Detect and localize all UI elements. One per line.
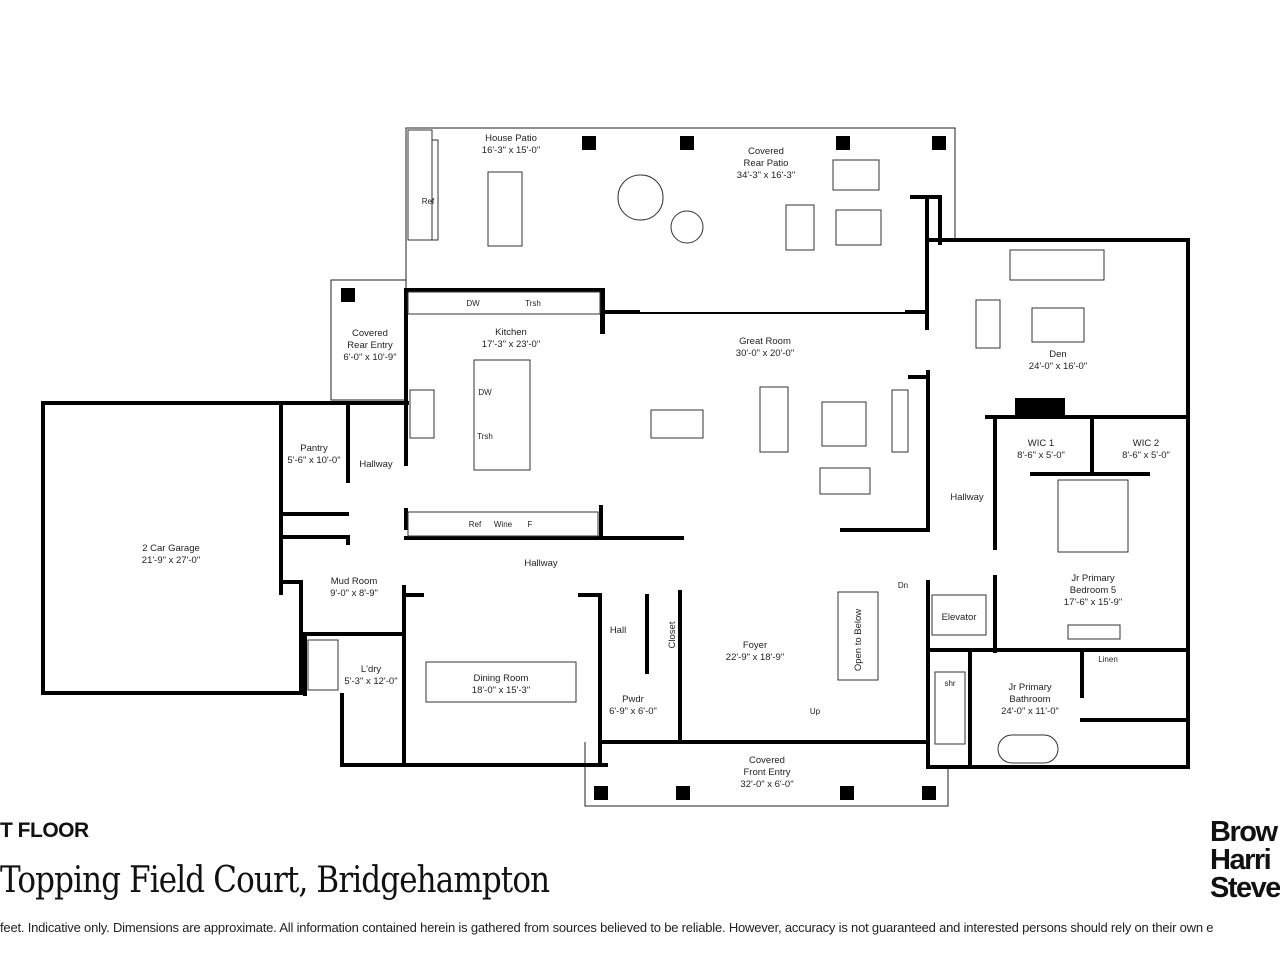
linen-label: Linen: [1098, 655, 1118, 664]
foyer-dims: 22'-9" x 18'-9": [726, 652, 784, 663]
stairs-up-label: Up: [810, 707, 821, 716]
wic1-label: WIC 1: [1028, 438, 1054, 449]
fixture-labels: Ref DW Trsh DW Trsh Ref Wine F shr Dn Up: [422, 197, 956, 716]
elevator-label: Elevator: [942, 612, 977, 623]
front-entry-dims: 32'-0" x 6'-0": [740, 779, 793, 790]
foyer-label: Foyer: [743, 640, 767, 651]
pantry-label: Pantry: [300, 443, 328, 454]
dw-label: DW: [466, 299, 480, 308]
jr-bath-dims: 24'-0" x 11'-0": [1001, 706, 1059, 717]
front-entry-label1: Covered: [749, 755, 785, 766]
jr-bedroom-label2: Bedroom 5: [1070, 585, 1116, 596]
house-patio-label: House Patio: [485, 133, 537, 144]
laundry-label: L'dry: [361, 664, 382, 675]
dining-room-dims: 18'-0" x 15'-3": [472, 685, 530, 696]
mud-room-dims: 9'-0" x 8'-9": [330, 588, 378, 599]
dining-room-label: Dining Room: [474, 673, 529, 684]
rear-entry-label1: Covered: [352, 328, 388, 339]
hall-label: Hall: [610, 625, 626, 636]
house-patio-dims: 16'-3" x 15'-0": [482, 145, 540, 156]
rear-patio-dims: 34'-3" x 16'-3": [737, 170, 795, 181]
den-dims: 24'-0" x 16'-0": [1029, 361, 1087, 372]
logo-line-1: Brow: [1210, 816, 1278, 848]
floor-label: T FLOOR: [0, 819, 89, 842]
fixtures: [307, 159, 1129, 764]
front-entry-label2: Front Entry: [744, 767, 791, 778]
rear-entry-label2: Rear Entry: [347, 340, 393, 351]
jr-bedroom-dims: 17'-6" x 15'-9": [1064, 597, 1122, 608]
logo-line-2: Harri: [1210, 844, 1272, 876]
patio-ref-label: Ref: [422, 197, 435, 206]
trash-label: Trsh: [525, 299, 541, 308]
kitchen-label: Kitchen: [495, 327, 527, 338]
hallway-center-label: Hallway: [524, 558, 558, 569]
great-room-dims: 30'-0" x 20'-0": [736, 348, 794, 359]
open-to-below-label: Open to Below: [853, 609, 864, 671]
great-room-label: Great Room: [739, 336, 791, 347]
walls: [41, 195, 1190, 769]
den-label: Den: [1049, 349, 1066, 360]
hallway-left-label: Hallway: [359, 459, 393, 470]
wic2-dims: 8'-6" x 5'-0": [1122, 450, 1170, 461]
garage-label: 2 Car Garage: [142, 543, 200, 554]
jr-bedroom-label1: Jr Primary: [1071, 573, 1115, 584]
rear-patio-label1: Covered: [748, 146, 784, 157]
pantry-dims: 5'-6" x 10'-0": [287, 455, 340, 466]
floor-plan: House Patio 16'-3" x 15'-0" Covered Rear…: [41, 127, 1190, 807]
freezer-label: F: [528, 520, 533, 529]
wic1-dims: 8'-6" x 5'-0": [1017, 450, 1065, 461]
columns: [341, 136, 946, 800]
closet-label: Closet: [667, 621, 678, 648]
powder-label: Pwdr: [622, 694, 644, 705]
jr-bath-label1: Jr Primary: [1008, 682, 1052, 693]
outdoor-outlines: [330, 127, 956, 807]
disclaimer: feet. Indicative only. Dimensions are ap…: [0, 920, 1214, 935]
rear-entry-dims: 6'-0" x 10'-9": [343, 352, 396, 363]
brokerage-logo: Brow Harri Steve: [1210, 816, 1280, 904]
ref-label: Ref: [469, 520, 482, 529]
garage-dims: 21'-9" x 27'-0": [142, 555, 200, 566]
property-address: Topping Field Court, Bridgehampton: [0, 860, 550, 901]
wine-label: Wine: [494, 520, 513, 529]
wic2-label: WIC 2: [1133, 438, 1159, 449]
powder-dims: 6'-9" x 6'-0": [609, 706, 657, 717]
stairs-down-label: Dn: [898, 581, 908, 590]
island-dw-label: DW: [478, 388, 492, 397]
room-labels: House Patio 16'-3" x 15'-0" Covered Rear…: [142, 133, 1170, 790]
laundry-dims: 5'-3" x 12'-0": [344, 676, 397, 687]
island-trash-label: Trsh: [477, 432, 493, 441]
shower-label: shr: [944, 679, 955, 688]
logo-line-3: Steve: [1210, 872, 1280, 904]
rear-patio-label2: Rear Patio: [744, 158, 789, 169]
mud-room-label: Mud Room: [331, 576, 378, 587]
jr-bath-label2: Bathroom: [1009, 694, 1050, 705]
hallway-right-label: Hallway: [950, 492, 984, 503]
kitchen-dims: 17'-3" x 23'-0": [482, 339, 540, 350]
